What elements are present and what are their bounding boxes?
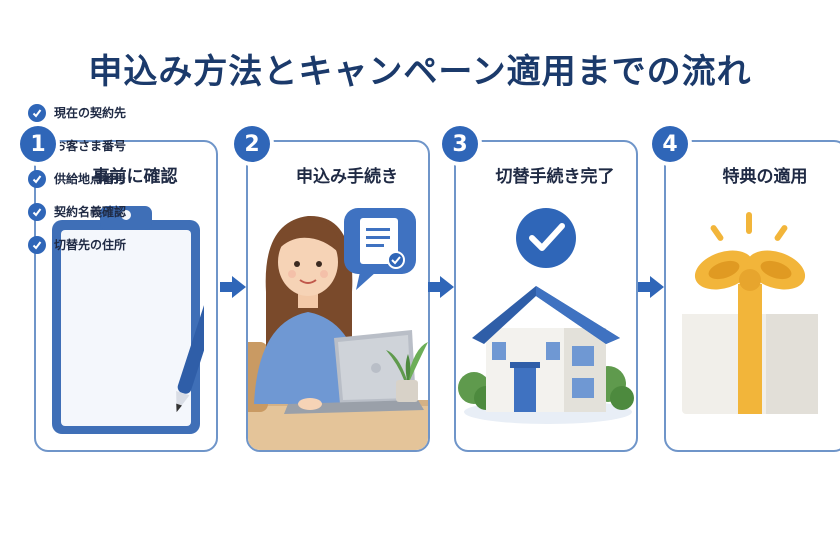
step-label: 事前に確認: [92, 167, 178, 187]
step-number-badge: 1: [20, 126, 56, 162]
step-number-badge: 3: [442, 126, 478, 162]
list-item-label: 切替先の住所: [54, 238, 127, 252]
step-card-benefit: 特典の適用: [664, 140, 840, 452]
step-number-badge: 4: [652, 126, 688, 162]
check-icon: [28, 103, 46, 122]
step-label: 特典の適用: [722, 167, 808, 187]
arrow-right-icon: [428, 276, 454, 298]
list-item: 切替先の住所: [28, 228, 168, 261]
list-item-label: 契約名義確認: [54, 205, 127, 219]
list-item: 供給地点番号: [28, 162, 168, 195]
gift-box-illustration: [674, 212, 826, 414]
step-label: 申込み手続き: [296, 167, 398, 187]
step-card-switch-complete: 切替手続き完了: [454, 140, 638, 452]
list-item: 現在の契約先: [28, 96, 168, 129]
check-icon: [28, 169, 46, 188]
check-icon: [28, 202, 46, 221]
page-title: 申込み方法とキャンペーン適用までの流れ: [88, 52, 752, 92]
step-label: 切替手続き完了: [495, 167, 615, 187]
step-card-application: 申込み手続き: [246, 140, 430, 452]
list-item-label: 供給地点番号: [54, 172, 127, 186]
step-card-confirm: 事前に確認: [34, 140, 218, 452]
list-item-label: 現在の契約先: [54, 106, 127, 120]
arrow-right-icon: [638, 276, 664, 298]
step-number-badge: 2: [234, 126, 270, 162]
list-item-label: お客さま番号: [54, 139, 127, 153]
list-item: 契約名義確認: [28, 195, 168, 228]
check-icon: [28, 235, 46, 254]
woman-laptop-illustration: [248, 208, 428, 450]
house-illustration: [458, 208, 634, 424]
checklist: 現在の契約先 お客さま番号 供給地点番号 契約名義確認 切替先の住所: [28, 96, 168, 261]
clipboard-icon: [52, 206, 204, 434]
arrow-right-icon: [220, 276, 246, 298]
